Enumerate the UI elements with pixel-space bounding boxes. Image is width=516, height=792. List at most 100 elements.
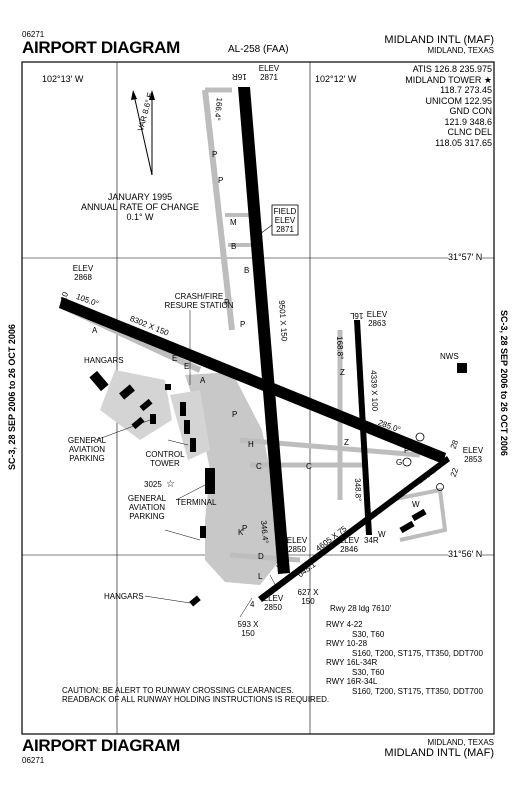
rwy-28-elev: ELEV 2853: [458, 446, 488, 464]
field-elev-line2: ELEV: [274, 216, 296, 225]
taxiway-p: [202, 89, 235, 331]
runway-4-22: [258, 456, 450, 602]
magnetic-arrow-line: [133, 94, 153, 176]
rwy-circle: [436, 483, 444, 491]
rwy-4-22-strength: S30, T60: [352, 629, 385, 639]
rwy-16r-34l-strength: S160, T200, ST175, TT350, DDT700: [352, 686, 483, 696]
taxiway-label: M: [230, 218, 237, 227]
rwy-10-elev: ELEV 2868: [68, 264, 98, 282]
rwy-16r-elev: ELEV 2871: [254, 64, 284, 82]
gen-av-line2: AVIATION: [68, 445, 106, 454]
taxiway-label: B: [231, 242, 237, 251]
east-building: [399, 520, 415, 534]
rwy-16l-34r-strength: S30, T60: [352, 667, 385, 677]
rwy-10-elev-label: ELEV: [72, 264, 94, 273]
rwy-16r-elev-label: ELEV: [258, 64, 280, 73]
tower-freq: 118.7 273.45: [440, 85, 492, 95]
gnd-label: GND CON: [449, 106, 493, 116]
hangar-building: [139, 398, 153, 412]
unicom-freq: UNICOM 122.95: [425, 95, 492, 106]
field-elev-box: [271, 204, 299, 236]
dim-627-line2: 150: [301, 597, 315, 606]
gen-av2-line2: AVIATION: [128, 503, 166, 512]
rwy-34l-elev-value: 2850: [288, 545, 306, 554]
gen-av2-line3: PARKING: [129, 512, 165, 521]
rwy-28-elev-value: 2853: [464, 455, 482, 464]
caution-note: CAUTION: BE ALERT TO RUNWAY CROSSING CLE…: [62, 686, 329, 704]
rwy-10-28-label: RWY 10-28: [326, 639, 368, 648]
atis-freq: ATIS 126.8 235.975: [412, 64, 492, 74]
rwy-34r-elev-value: 2846: [340, 545, 358, 554]
terminal-label: TERMINAL: [176, 498, 217, 507]
crash-fire-line1: CRASH/FIRE: [174, 292, 224, 301]
tower-label: MIDLAND TOWER ★: [405, 74, 492, 85]
gnd-freq: 121.9 348.6: [444, 116, 492, 127]
rwy-34r-elev-label: ELEV: [338, 536, 360, 545]
terminal-leader: [175, 484, 206, 501]
rwy-16l-elev-label: ELEV: [366, 310, 388, 319]
hangar-apron: [100, 370, 172, 440]
taxiway-label: P: [232, 410, 238, 419]
crash-fire-label: CRASH/FIRE RESURE STATION: [154, 292, 244, 310]
airport-name: MIDLAND INTL (MAF): [384, 34, 494, 46]
al-number: AL-258 (FAA): [228, 44, 289, 55]
rwy-16l-dims: 4339 X 100: [369, 370, 380, 412]
hangar-building: [119, 384, 135, 400]
gen-av2-label: GENERAL AVIATION PARKING: [122, 494, 172, 521]
chart-frame: [21, 61, 495, 735]
beacon-icon: ☆: [166, 479, 175, 490]
gen-av2-leader: [164, 529, 201, 541]
dim-627-line1: 627 X: [297, 588, 319, 597]
lon-left-label: 102°13′ W: [42, 74, 84, 84]
field-elev-line1: FIELD: [273, 207, 297, 216]
hangars-top-label: HANGARS: [84, 356, 124, 365]
field-elev-leader: [251, 224, 273, 241]
rwy-circle: [402, 457, 412, 467]
gen-av-line3: PARKING: [69, 454, 105, 463]
terminal-building: [205, 468, 215, 494]
taxiway-label: F: [404, 446, 409, 455]
taxiway-label: C: [256, 462, 262, 471]
taxiway-label: Z: [340, 368, 345, 377]
rwy-4-elev: ELEV 2850: [258, 594, 288, 612]
taxiway-label: B: [244, 266, 250, 275]
rwy-4-22-label: RWY 4-22: [326, 620, 363, 629]
rwy-34l-heading: 346.4°: [259, 520, 271, 544]
runway-10-28: [59, 297, 446, 464]
dim-627-leader: [269, 574, 279, 591]
taxiway-w: [389, 487, 448, 542]
gen-av2-line1: GENERAL: [127, 494, 167, 503]
taxiway-label: A: [92, 326, 98, 335]
rwy-34l-label: 34L: [276, 560, 290, 569]
control-tower-line2: TOWER: [150, 459, 180, 468]
lon-right-label: 102°12′ W: [315, 74, 357, 84]
taxiway-label: Z: [344, 438, 349, 447]
taxiway-label: P: [224, 298, 230, 307]
crash-fire-building: [165, 384, 171, 390]
hangar-building-south: [189, 595, 201, 607]
crash-fire-line2: RESURE STATION: [164, 301, 234, 310]
control-tower-building: [190, 438, 196, 452]
nws-label: NWS: [440, 352, 459, 361]
clnc-freq: 118.05 317.65: [435, 137, 492, 148]
lat-bottom-label: 31°56′ N: [448, 549, 483, 559]
dim-593-line2: 150: [241, 629, 255, 638]
ga-building: [200, 526, 206, 538]
dim-593-line1: 593 X: [237, 620, 259, 629]
rwy-16r-34l-label: RWY 16R-34L: [326, 677, 378, 686]
caution-line1: CAUTION: BE ALERT TO RUNWAY CROSSING CLE…: [62, 686, 294, 695]
beacon-elev: 3025: [144, 480, 162, 489]
control-tower-leader: [167, 439, 189, 446]
taxiway-label: K: [238, 528, 244, 537]
nws-building: [457, 363, 467, 373]
footer-city-state: MIDLAND, TEXAS: [427, 738, 494, 747]
taxiway-label: W: [378, 530, 386, 539]
gen-av-label: GENERAL AVIATION PARKING: [62, 436, 112, 463]
rwy-10-elev-value: 2868: [74, 273, 92, 282]
hangar-building: [89, 370, 109, 392]
field-elev: FIELD ELEV 2871: [272, 207, 298, 234]
rwy-28-elev-label: ELEV: [462, 446, 484, 455]
taxiway-label: P: [212, 150, 218, 159]
main-apron: [185, 372, 282, 585]
